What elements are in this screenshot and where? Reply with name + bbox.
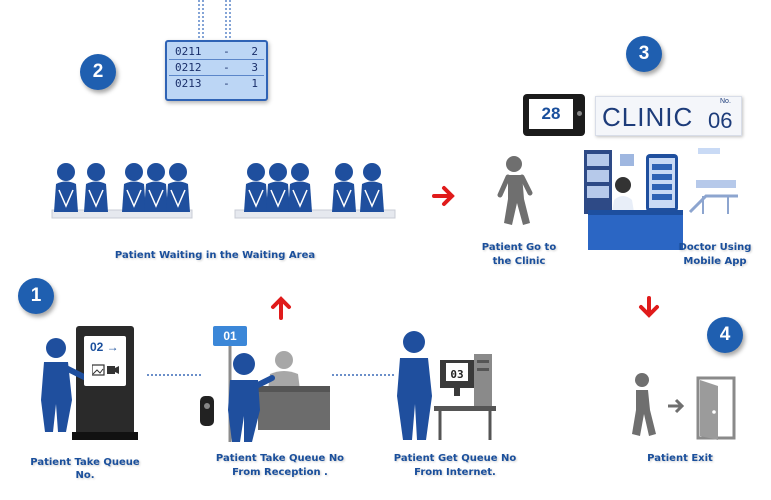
room-number: 28: [529, 99, 573, 129]
caption-doctor-line2: Mobile App: [683, 256, 747, 267]
queue-row: 0213-1: [175, 77, 258, 90]
connector-line: [332, 374, 394, 376]
caption-doctor-line1: Doctor Using: [678, 242, 752, 253]
reception-desk-icon: [200, 346, 330, 442]
clinic-number: 06: [708, 108, 733, 133]
kiosk-queue-number: 02 →: [90, 340, 119, 354]
patient-exit-icon: [632, 373, 736, 440]
arrow-down-icon: [639, 296, 659, 318]
internet-patient-icon: [397, 331, 496, 440]
clinic-sign: CLINIC No. 06: [595, 96, 742, 136]
step-badge-1: 1: [18, 278, 54, 314]
step-badge-2: 2: [80, 54, 116, 90]
tablet-button-icon: [577, 111, 582, 116]
reception-ticket: 01: [213, 326, 247, 346]
caption-go-clinic-line2: the Clinic: [492, 256, 546, 267]
caption-exit: Patient Exit: [647, 453, 713, 464]
clinic-word: CLINIC: [602, 102, 694, 132]
caption-go-clinic-line1: Patient Go to: [481, 242, 557, 253]
doctor-office-illustration: [584, 148, 738, 250]
waiting-area-patients-icon: [51, 162, 396, 219]
walking-patient-icon: [497, 156, 533, 225]
caption-internet-line1: Patient Get Queue No: [393, 453, 517, 464]
step-badge-4: 4: [707, 317, 743, 353]
caption-take-queue: Patient Take Queue No.: [30, 457, 140, 481]
room-number-display: 28: [523, 94, 585, 136]
caption-internet-line2: From Internet.: [414, 467, 496, 478]
connector-line: [147, 374, 201, 376]
clinic-no-label: No.: [720, 98, 731, 105]
queue-row: 0212-3: [169, 60, 264, 76]
arrow-up-icon: [271, 296, 291, 320]
caption-reception-line2: From Reception .: [232, 467, 328, 478]
media-icons: [92, 364, 119, 376]
step-badge-3: 3: [626, 36, 662, 72]
queue-row: 0211-2: [169, 44, 264, 60]
pc-queue-number: 03: [446, 363, 468, 381]
queue-display-board: 0211-2 0212-3 0213-1: [165, 40, 268, 101]
caption-reception-line1: Patient Take Queue No: [215, 453, 345, 464]
caption-waiting: Patient Waiting in the Waiting Area: [114, 250, 316, 261]
kiosk-screen: 02 →: [84, 336, 126, 386]
arrow-right-icon: [432, 186, 455, 206]
